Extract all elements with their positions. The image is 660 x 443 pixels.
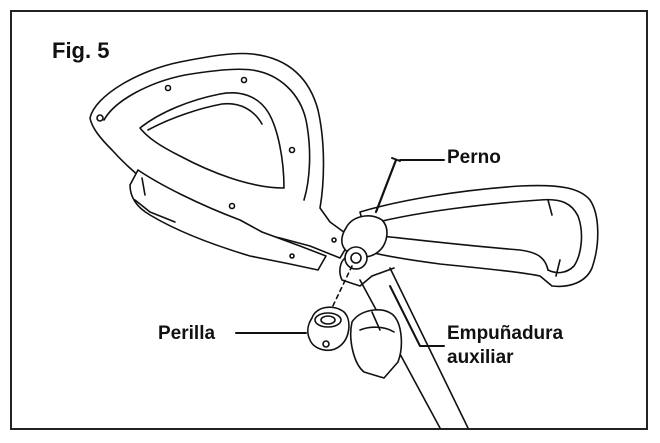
label-empunadura-line1: Empuñadura	[447, 323, 564, 344]
label-empunadura-line2: auxiliar	[447, 347, 514, 368]
empunadura-leader	[389, 285, 445, 347]
label-empunadura-auxiliar: Empuñadura auxiliar	[447, 322, 563, 370]
auxiliary-handle	[359, 184, 599, 288]
figure-title: Fig. 5	[52, 38, 110, 63]
bolt	[374, 158, 398, 214]
label-perilla: Perilla	[158, 323, 216, 344]
pivot-bolt-head	[344, 246, 368, 270]
knob	[307, 306, 350, 352]
label-perno: Perno	[447, 147, 501, 168]
